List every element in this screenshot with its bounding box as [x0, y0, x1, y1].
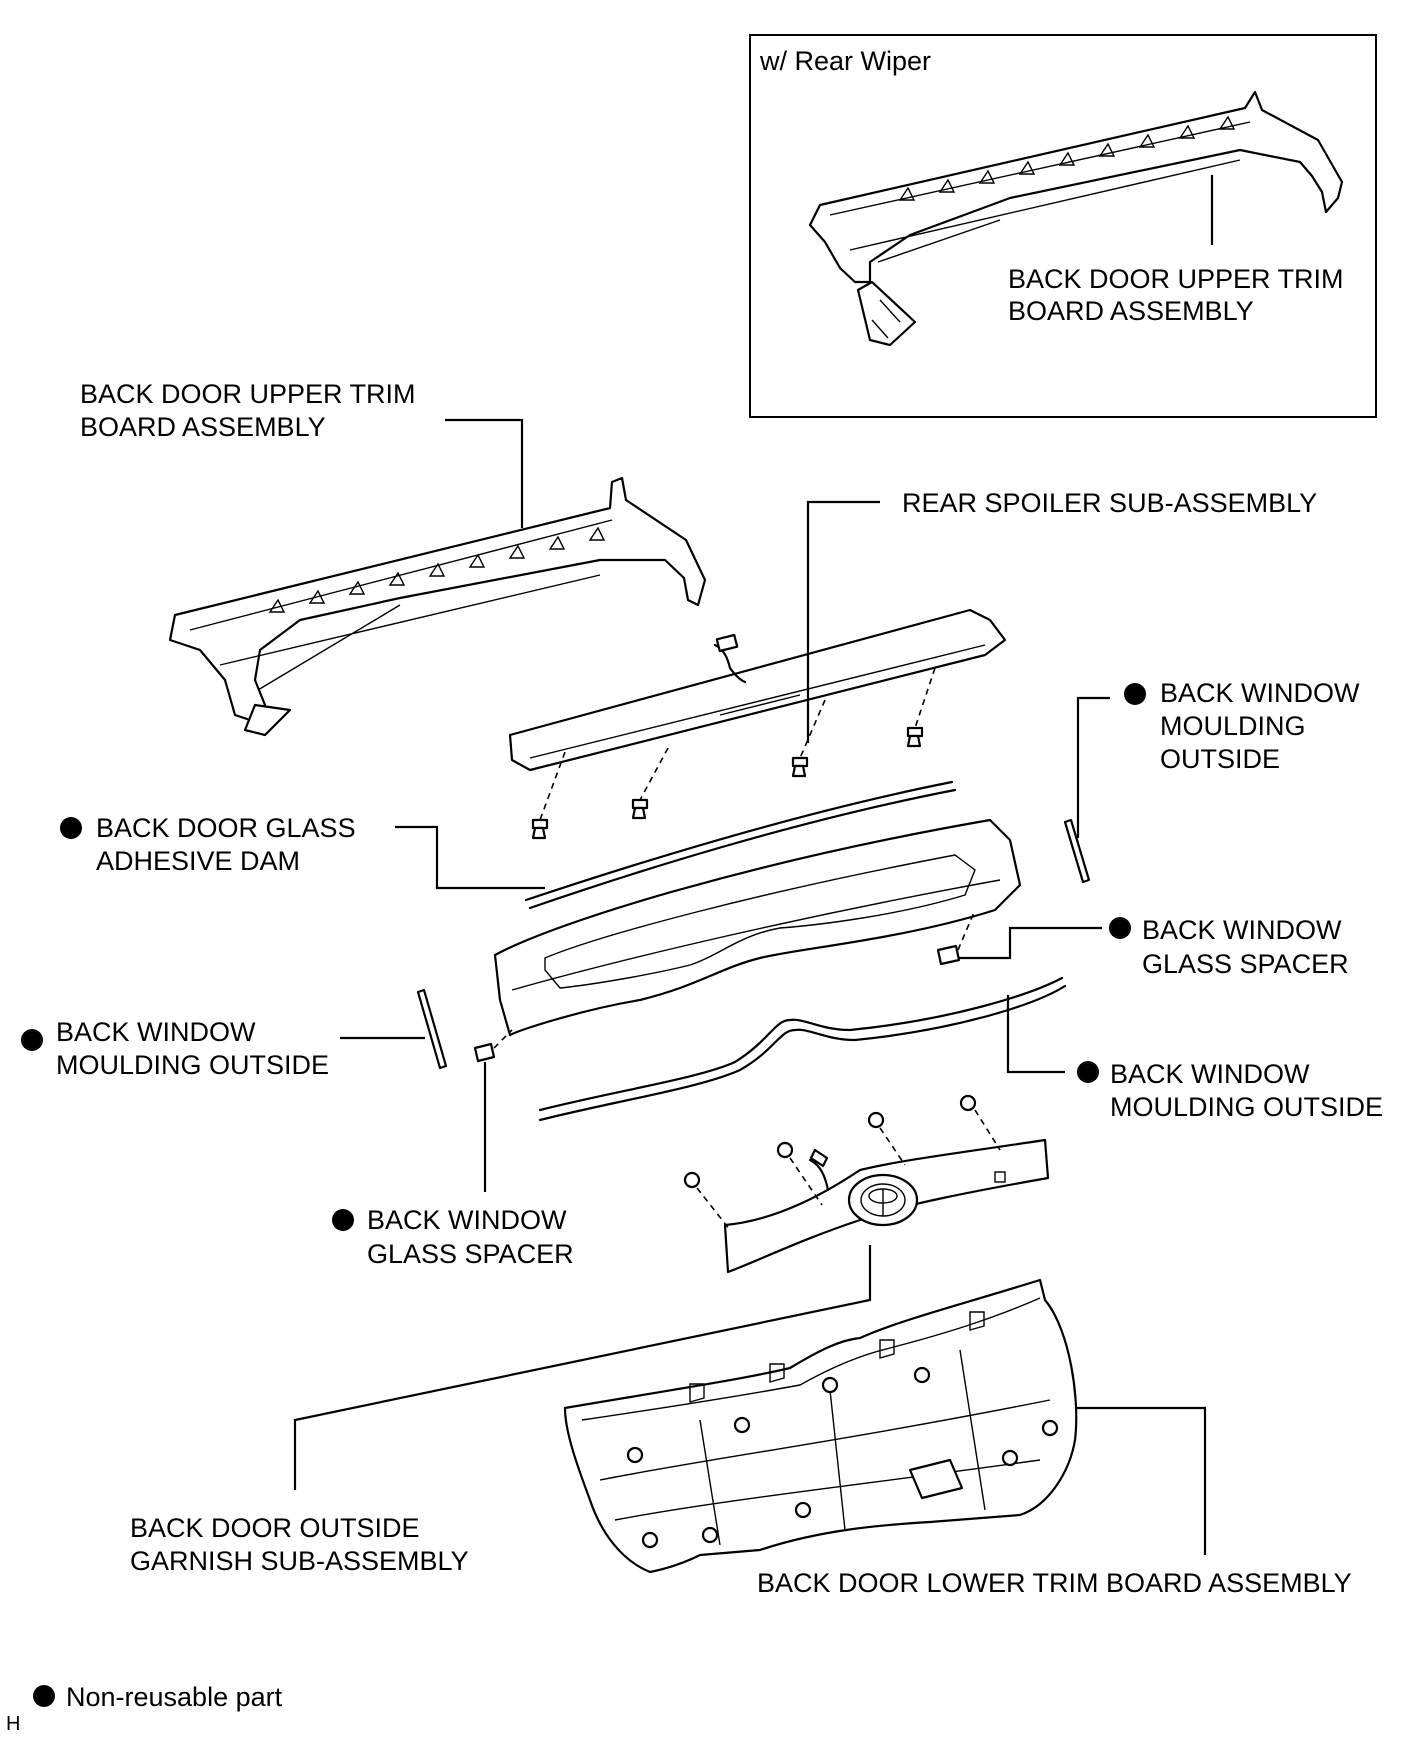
outside-garnish-label-1: BACK DOOR OUTSIDE [130, 1513, 420, 1543]
outside-garnish-label-2: GARNISH SUB-ASSEMBLY [130, 1546, 469, 1576]
non-reusable-marker-moulding-lower [1077, 1061, 1099, 1083]
lower-trim-handle-pocket [908, 1458, 964, 1500]
upper-trim-leader [445, 418, 524, 528]
outside-garnish-leader [293, 1245, 872, 1490]
legend: Non-reusable part [33, 1682, 283, 1712]
moulding-right-top-leader [1076, 696, 1110, 838]
rear-spoiler-label: REAR SPOILER SUB-ASSEMBLY [902, 488, 1317, 518]
moulding-lower-label-1: BACK WINDOW [1110, 1059, 1310, 1089]
outside-garnish [723, 1138, 1050, 1274]
lower-trim-label: BACK DOOR LOWER TRIM BOARD ASSEMBLY [757, 1568, 1352, 1598]
lower-trim-board [563, 1278, 1078, 1574]
glass-spacer-right-part [936, 944, 961, 966]
spacer-right-label-2: GLASS SPACER [1142, 949, 1349, 979]
inset-label-line2: BOARD ASSEMBLY [1008, 296, 1254, 326]
non-reusable-marker-moulding-right-top [1124, 683, 1146, 705]
upper-trim-label-2: BOARD ASSEMBLY [80, 412, 326, 442]
glass-spacer-right-leader [958, 926, 1102, 960]
upper-trim-board [168, 476, 707, 737]
inset-rear-wiper: w/ Rear Wiper BACK DOOR UPPER TRIM BOARD… [749, 34, 1377, 418]
rear-spoiler-leader [806, 500, 880, 743]
rear-spoiler [508, 608, 1007, 772]
moulding-right-top-label-2: MOULDING [1160, 711, 1306, 741]
moulding-right-top-label-1: BACK WINDOW [1160, 678, 1360, 708]
moulding-left-label-2: MOULDING OUTSIDE [56, 1050, 329, 1080]
garnish-nuts [683, 1094, 1001, 1231]
non-reusable-marker-spacer-left [332, 1209, 354, 1231]
spacer-right-label-1: BACK WINDOW [1142, 915, 1342, 945]
garnish-clip-hole [994, 1171, 1006, 1183]
upper-trim-label-1: BACK DOOR UPPER TRIM [80, 379, 416, 409]
adhesive-dam-leader [395, 825, 545, 890]
moulding-right-top-label-3: OUTSIDE [1160, 744, 1280, 774]
inset-label-line1: BACK DOOR UPPER TRIM [1008, 264, 1344, 294]
inset-frame [749, 34, 1377, 418]
spoiler-fasteners [531, 667, 936, 840]
non-reusable-marker-spacer-right [1109, 917, 1131, 939]
adhesive-dam-label-1: BACK DOOR GLASS [96, 813, 356, 843]
moulding-left-label-1: BACK WINDOW [56, 1017, 256, 1047]
spoiler-connector [715, 633, 739, 653]
non-reusable-marker-moulding-left [21, 1029, 43, 1051]
glass-spacer-left-part [473, 1042, 496, 1063]
corner-code: H [6, 1713, 20, 1734]
legend-text: Non-reusable part [66, 1682, 283, 1712]
adhesive-dam-part [528, 788, 957, 910]
lower-trim-leader [1075, 1406, 1207, 1555]
glass-spacer-right-dash [957, 909, 976, 951]
moulding-lower-label-2: MOULDING OUTSIDE [1110, 1092, 1383, 1122]
moulding-right-top-part [1063, 818, 1091, 884]
non-reusable-marker-adhesive-dam [60, 817, 82, 839]
adhesive-dam-label-2: ADHESIVE DAM [96, 846, 300, 876]
glass-spacer-left-dash [493, 1029, 513, 1049]
legend-non-reusable-marker [33, 1685, 55, 1707]
moulding-lower-part [538, 976, 1067, 1122]
inset-upper-trim-drawing [808, 90, 1344, 347]
inset-title: w/ Rear Wiper [759, 46, 931, 76]
moulding-lower-leader [1006, 995, 1065, 1074]
spacer-left-label-2: GLASS SPACER [367, 1239, 574, 1269]
moulding-left-part [416, 988, 448, 1070]
back-door-glass [493, 818, 1022, 1037]
spacer-left-label-1: BACK WINDOW [367, 1205, 567, 1235]
adhesive-dam-part-edge [524, 780, 954, 902]
